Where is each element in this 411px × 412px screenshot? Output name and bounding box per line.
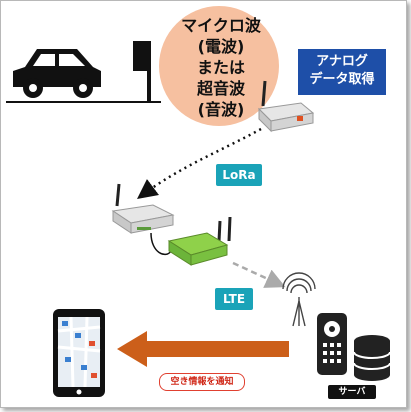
sensor-device-icon: [257, 80, 315, 133]
smartphone-icon: [53, 309, 105, 397]
lte-label: LTE: [215, 288, 253, 310]
lora-label: LoRa: [216, 164, 262, 186]
callout-line: アナログ: [316, 54, 368, 69]
bubble-line: (電波): [197, 37, 245, 56]
notify-arrow: [117, 331, 289, 367]
notify-label: 空き情報を通知: [159, 373, 245, 391]
bubble-line: または: [196, 58, 245, 77]
bubble-text: マイクロ波 (電波) または 超音波 (音波): [161, 15, 281, 120]
lte-modem-icon: [167, 216, 232, 266]
server-label: サーバ: [328, 385, 376, 399]
lora-link-arrow: [136, 127, 262, 199]
antenna-tower-icon: [282, 272, 316, 327]
gateway-device-icon: [111, 183, 175, 256]
wave-bubble: [159, 6, 279, 126]
diagram-canvas: [6, 6, 391, 397]
lte-link-arrow: [232, 261, 286, 288]
callout-line: データ取得: [309, 72, 375, 87]
bubble-line: マイクロ波: [181, 16, 261, 35]
car-icon: [13, 49, 101, 98]
bubble-line: 超音波: [196, 79, 245, 98]
server-icon: [317, 313, 391, 381]
sensor-pole-icon: [133, 41, 151, 103]
bubble-line: (音波): [197, 100, 245, 119]
analog-data-callout: アナログ データ取得: [298, 49, 386, 95]
